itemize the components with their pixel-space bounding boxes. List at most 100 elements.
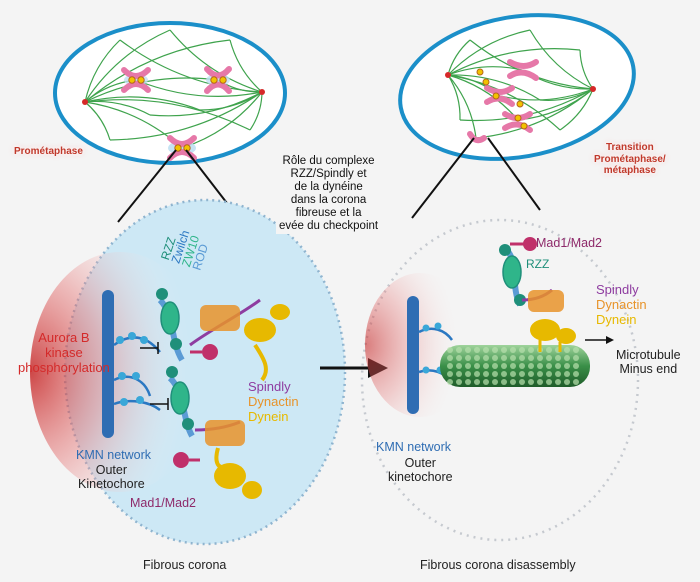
center-title-line: dans la corona [290,194,367,206]
left-zoom-panel [30,198,347,546]
microtubule-subunit [564,379,570,385]
dynein-motor-icon [521,288,576,352]
transition-label: Transition Prométaphase/ métaphase [594,142,666,177]
microtubule-subunit [447,347,453,353]
microtubule-subunit [456,379,462,385]
spindle-fiber [135,79,263,97]
microtubule-subunit [573,347,579,353]
microtubule-subunit [492,355,498,361]
microtubule-subunit [528,355,534,361]
transition-line: Prométaphase/ [594,153,666,165]
microtubule-subunit [474,379,480,385]
spindle-fiber [84,39,231,103]
dynein-motor-icon [189,298,290,382]
spindle-fiber [84,100,151,116]
microtubule-subunit [465,363,471,369]
prometaphase-label: Prométaphase [14,146,83,157]
kinetochore-icon [174,144,182,152]
microtubule-subunit [465,379,471,385]
spindle-fiber [84,101,111,141]
right-zoom-panel [360,218,640,542]
transition-line: métaphase [603,165,656,176]
outer-line: Outer [95,463,127,477]
pole-dot-icon [590,86,596,92]
microtubule-subunit [510,347,516,353]
outer-kinetochore-right-label: Outer kinetochore [388,456,453,485]
spindle-fiber [84,96,201,111]
microtubule-subunit [519,347,525,353]
kinetochore-icon [137,76,145,84]
microtubule-subunit [555,379,561,385]
microtubule-subunit [492,371,498,377]
transition-line: Transition [605,142,654,153]
microtubule-subunit [501,363,507,369]
microtubule-subunit [573,355,579,361]
microtubule-subunits [447,347,579,385]
microtubule-subunit [483,371,489,377]
spindle-fiber [249,91,263,131]
left-motor-label: Spindly Dynactin Dynein [248,379,299,425]
microtubule-subunit [537,363,543,369]
spindle-fiber [84,39,121,103]
pole-dot-icon [82,99,88,105]
kinetochore-icon [128,76,136,84]
center-title-line: de la dynéine [294,181,363,193]
microtubule-subunit [528,379,534,385]
kmn-right-label: KMN network [376,440,452,454]
microtubule-subunit [546,355,552,361]
microtubule-subunit [528,363,534,369]
spindle-fiber [447,29,531,76]
microtubule-subunit [537,379,543,385]
microtubule-subunit [546,371,552,377]
microtubule-subunit [492,347,498,353]
microtubule-subunit [555,363,561,369]
microtubule-subunit [510,355,516,361]
outer-line: kinetochore [388,470,453,485]
center-title-line: Rôle du complexe [282,155,375,167]
spindle-fiber [229,39,263,93]
microtubule-subunit [564,355,570,361]
aurora-line: Aurora B [38,330,90,345]
dynein-label: Dynein [596,311,637,327]
spindle-fiber [109,91,263,141]
microtubule-subunit [528,347,534,353]
spindly-label: Spindly [248,379,291,394]
spindle-fiber [447,39,471,76]
inhibition-icon [140,342,169,410]
microtubule-subunit [465,355,471,361]
microtubule-subunit [474,371,480,377]
microtubule-subunit [483,347,489,353]
outer-line: Outer [404,456,436,470]
center-title: Rôle du complexe RZZ/Spindly et de la dy… [276,154,382,234]
microtubule-subunit [555,355,561,361]
center-title-line: RZZ/Spindly et [290,168,367,180]
microtubule-subunit [519,371,525,377]
microtubule-subunit [447,379,453,385]
microtubule-label: Microtubule Minus end [616,348,681,377]
right-motor-label: Spindly Dynactin Dynein [596,282,647,328]
left-cell-outline [53,21,287,165]
spindle-fiber [539,88,594,101]
rzz-right-label: RZZ [526,257,550,271]
microtubule-subunit [501,347,507,353]
microtubule-subunit [573,379,579,385]
microtubule-subunit [519,355,525,361]
microtubule-subunit [447,363,453,369]
spindle-fiber [149,91,263,117]
microtubule-subunit [537,355,543,361]
microtubule-subunit [483,379,489,385]
pole-dot-icon [445,72,451,78]
spindle-fiber [447,74,461,121]
chromosome-icon [121,67,151,93]
spindle-fiber [579,49,594,90]
dynein-motor-icon [194,420,262,499]
spindle-fiber [84,77,219,103]
spindle-fiber [475,88,594,139]
outer-kinetochore-left-label: Outer Kinetochore [78,463,145,492]
kinetochore-icon [476,68,528,130]
minus-end-arrowhead [606,336,614,344]
chromosome-icon [204,66,232,94]
microtubule-subunit [456,363,462,369]
microtubule-subunit [573,363,579,369]
microtubule-line: Minus end [619,362,678,377]
